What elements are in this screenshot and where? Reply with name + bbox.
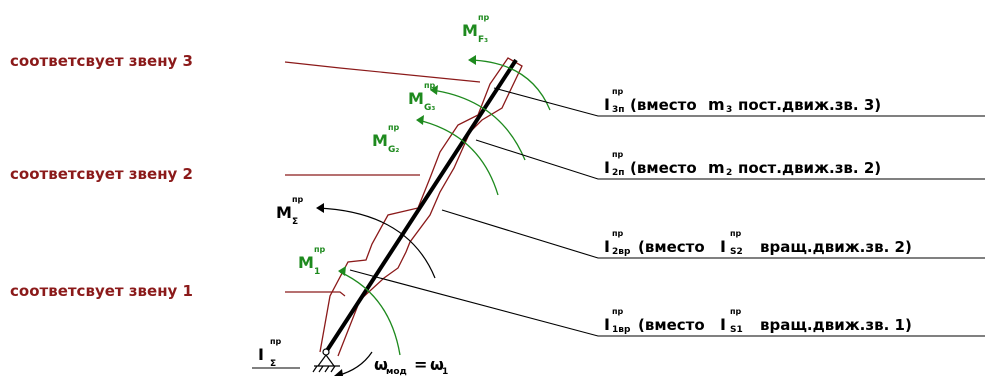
arrowhead-g3-icon: [430, 85, 438, 95]
svg-text:ω: ω: [374, 355, 388, 374]
svg-text:пр: пр: [730, 307, 742, 316]
link3-label: соответсвует звену 3: [10, 52, 193, 70]
svg-text:M: M: [372, 131, 388, 150]
i2p-leader: [475, 139, 985, 180]
svg-text:пр: пр: [478, 13, 490, 22]
svg-text:=: =: [414, 355, 427, 374]
svg-text:I: I: [604, 158, 610, 177]
svg-text:I: I: [604, 237, 610, 256]
svg-text:пр: пр: [612, 229, 624, 238]
svg-text:пр: пр: [424, 81, 436, 90]
svg-text:I: I: [720, 237, 726, 256]
svg-text:вращ.движ.зв. 2): вращ.движ.зв. 2): [760, 238, 912, 256]
moment-sum-arc: [317, 207, 436, 279]
svg-text:Σ: Σ: [292, 217, 298, 227]
i3p-leader: [493, 87, 985, 117]
link2-label: соответсвует звену 2: [10, 165, 193, 183]
svg-text:пр: пр: [730, 229, 742, 238]
svg-text:пр: пр: [612, 87, 624, 96]
svg-text:G₃: G₃: [424, 103, 435, 113]
svg-text:пр: пр: [314, 245, 326, 254]
svg-text:мод: мод: [386, 367, 407, 376]
moment-1-label: M пр 1: [298, 245, 326, 277]
inertia-2p-label: I пр 2п (вместо m 2 пост.движ.зв. 2): [604, 150, 881, 178]
svg-text:S1: S1: [730, 325, 743, 335]
svg-text:(вместо: (вместо: [630, 159, 697, 177]
moment-f3-arc: [469, 59, 551, 111]
svg-text:пр: пр: [612, 307, 624, 316]
inertia-1v-label: I пр 1вр (вместо I пр S1 вращ.движ.зв. 1…: [604, 307, 912, 335]
arrowhead-sum-icon: [316, 203, 324, 213]
svg-text:m: m: [708, 158, 725, 177]
moment-f3-label: M пр F₃: [462, 13, 490, 45]
svg-text:пр: пр: [612, 150, 624, 159]
svg-text:2п: 2п: [612, 168, 624, 178]
svg-text:I: I: [258, 345, 264, 364]
i2v-leader: [441, 209, 985, 259]
svg-text:1вр: 1вр: [612, 325, 631, 335]
i1v-leader: [349, 269, 985, 337]
moment-g2-label: M пр G₂: [372, 123, 400, 155]
svg-text:ω: ω: [430, 355, 444, 374]
svg-text:I: I: [604, 315, 610, 334]
moment-arrowheads: [338, 55, 476, 276]
svg-text:пр: пр: [270, 337, 282, 346]
moment-sum-label: M пр Σ: [276, 195, 304, 227]
moment-1-arc: [339, 271, 401, 356]
arrowhead-1-icon: [338, 266, 346, 276]
svg-text:2вр: 2вр: [612, 247, 631, 257]
link1-label: соответсвует звену 1: [10, 282, 193, 300]
svg-text:вращ.движ.зв. 1): вращ.движ.зв. 1): [760, 316, 912, 334]
svg-text:M: M: [408, 89, 424, 108]
arrowhead-g2-icon: [416, 115, 424, 125]
svg-text:2: 2: [726, 168, 732, 178]
inertia-2v-label: I пр 2вр (вместо I пр S2 вращ.движ.зв. 2…: [604, 229, 912, 257]
svg-text:1: 1: [314, 267, 320, 277]
inertia-sum-label: I пр Σ: [258, 337, 282, 369]
svg-text:I: I: [720, 315, 726, 334]
svg-text:1: 1: [442, 367, 448, 376]
arrowhead-f3-icon: [468, 55, 476, 65]
svg-text:3п: 3п: [612, 105, 624, 115]
svg-text:пост.движ.зв. 3): пост.движ.зв. 3): [738, 96, 881, 114]
svg-text:пр: пр: [388, 123, 400, 132]
svg-text:(вместо: (вместо: [638, 316, 705, 334]
link1-leader: [285, 291, 346, 297]
svg-text:(вместо: (вместо: [638, 238, 705, 256]
svg-text:Σ: Σ: [270, 359, 276, 369]
moment-arcs: [339, 59, 551, 356]
inertia-3p-label: I пр 3п (вместо m 3 пост.движ.зв. 3): [604, 87, 881, 115]
svg-text:G₂: G₂: [388, 145, 399, 155]
svg-text:M: M: [462, 21, 478, 40]
svg-text:(вместо: (вместо: [630, 96, 697, 114]
moment-g3-label: M пр G₃: [408, 81, 436, 113]
moment-g3-arc: [431, 89, 526, 161]
svg-text:пр: пр: [292, 195, 304, 204]
svg-text:I: I: [604, 95, 610, 114]
svg-text:3: 3: [726, 105, 732, 115]
omega-equation: ω мод = ω 1: [374, 355, 448, 376]
ground-support-icon: [312, 348, 340, 373]
svg-text:пост.движ.зв. 2): пост.движ.зв. 2): [738, 159, 881, 177]
svg-text:M: M: [298, 253, 314, 272]
arrowhead-omega-icon: [334, 369, 343, 376]
svg-text:m: m: [708, 95, 725, 114]
svg-text:F₃: F₃: [478, 35, 488, 45]
moment-g2-arc: [417, 119, 499, 196]
link3-leader: [284, 61, 481, 83]
svg-text:M: M: [276, 203, 292, 222]
svg-text:S2: S2: [730, 247, 743, 257]
